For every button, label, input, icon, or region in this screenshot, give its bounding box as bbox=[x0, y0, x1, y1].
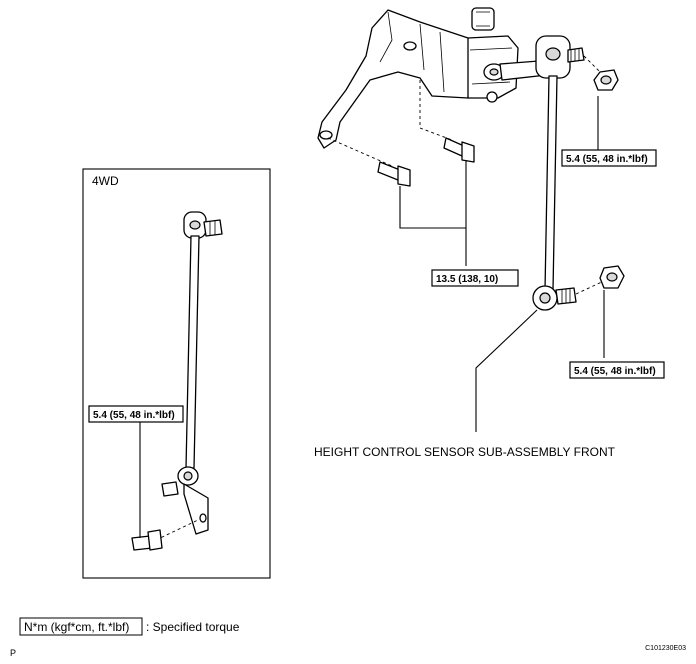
torque-text-inset-bolt: 5.4 (55, 48 in.*lbf) bbox=[93, 410, 175, 421]
part-label: HEIGHT CONTROL SENSOR SUB-ASSEMBLY FRONT bbox=[314, 445, 616, 459]
torque-text-upper-nut: 5.4 (55, 48 in.*lbf) bbox=[566, 154, 648, 165]
legend-boxed-text: N*m (kgf*cm, ft.*lbf) bbox=[24, 620, 129, 634]
legend: N*m (kgf*cm, ft.*lbf) : Specified torque bbox=[19, 617, 240, 636]
upper-nut-icon bbox=[593, 69, 619, 91]
upper-stud bbox=[567, 47, 601, 73]
lower-stud bbox=[555, 279, 607, 305]
lower-nut-icon bbox=[599, 265, 625, 289]
figure-code: C101230E03 bbox=[645, 645, 686, 652]
corner-label: P bbox=[10, 648, 16, 658]
torque-label-bracket-bolts: 13.5 (138, 10) bbox=[431, 269, 519, 287]
inset-frame bbox=[82, 168, 271, 579]
torque-label-lower-nut: 5.4 (55, 48 in.*lbf) bbox=[569, 361, 665, 379]
inset-link-rod bbox=[161, 211, 223, 535]
legend-text: : Specified torque bbox=[146, 620, 240, 634]
torque-label-upper-nut: 5.4 (55, 48 in.*lbf) bbox=[561, 149, 657, 167]
torque-text-lower-nut: 5.4 (55, 48 in.*lbf) bbox=[574, 366, 656, 377]
bolt-left-icon bbox=[377, 161, 411, 187]
inset-bolt-icon bbox=[131, 529, 163, 551]
link-rod bbox=[532, 35, 571, 311]
torque-label-inset-bolt: 5.4 (55, 48 in.*lbf) bbox=[88, 405, 184, 423]
inset-title: 4WD bbox=[92, 174, 119, 188]
bolt-right-icon bbox=[443, 137, 475, 163]
torque-text-bracket-bolts: 13.5 (138, 10) bbox=[436, 274, 498, 285]
bracket bbox=[317, 7, 557, 149]
